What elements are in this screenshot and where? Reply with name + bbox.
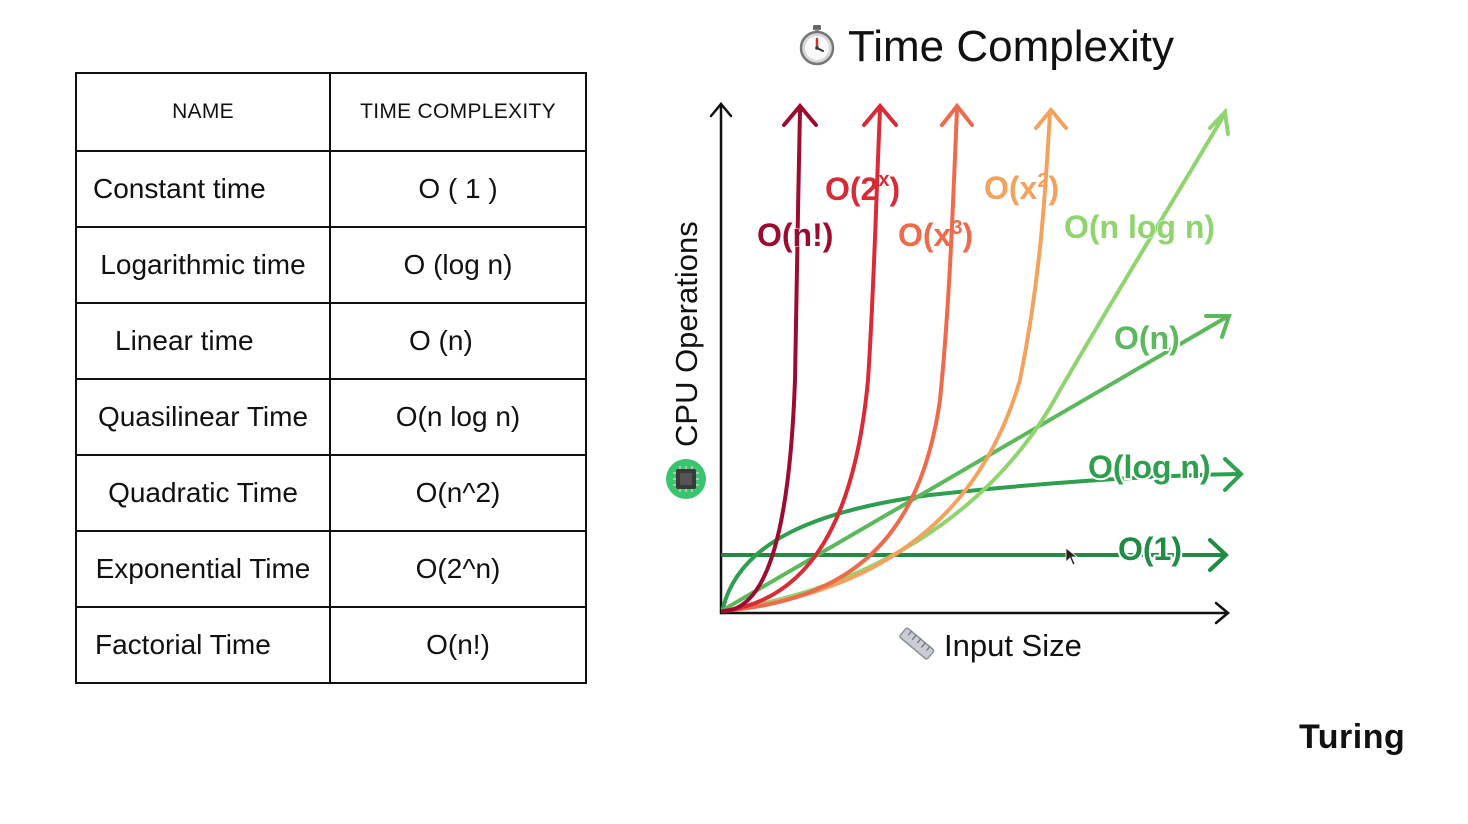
label-o-x2-close: )	[1048, 170, 1059, 206]
label-o-n-log-n: O(n log n)	[1064, 209, 1215, 245]
table-row: Linear time O (n)	[75, 302, 587, 380]
chart-title-text: Time Complexity	[848, 22, 1174, 71]
label-o-x2: O(x2)	[984, 170, 1059, 206]
ruler-icon	[899, 627, 935, 660]
row-name: Factorial Time	[75, 606, 331, 684]
label-o-2x-base: O(2	[825, 171, 878, 207]
table-row: Factorial Time O(n!)	[75, 606, 587, 684]
header-name: NAME	[75, 72, 331, 152]
table-row: Logarithmic time O (log n)	[75, 226, 587, 304]
row-name: Linear time	[75, 302, 331, 380]
curve-o-x3	[721, 102, 974, 613]
label-o-1: O(1)	[1118, 531, 1182, 567]
stopwatch-icon	[799, 25, 835, 66]
row-complexity: O(2^n)	[329, 530, 587, 608]
curve-o-2x	[721, 102, 898, 613]
y-axis	[709, 102, 733, 615]
x-axis	[719, 601, 1230, 625]
label-o-x3-sup: 3	[951, 217, 962, 239]
cpu-chip-icon	[666, 459, 706, 499]
row-complexity: O (log n)	[329, 226, 587, 304]
curve-o-1	[721, 538, 1229, 572]
label-o-2x-sup: x	[878, 169, 889, 191]
table-header-row: NAME TIME COMPLEXITY	[75, 72, 587, 152]
label-o-x3-close: )	[962, 217, 973, 253]
label-o-log-n: O(log n)	[1088, 449, 1211, 485]
row-name: Logarithmic time	[75, 226, 331, 304]
y-axis-label: CPU Operations	[669, 221, 704, 447]
row-complexity: O ( 1 )	[329, 150, 587, 228]
row-complexity: O(n!)	[329, 606, 587, 684]
label-o-x3-base: O(x	[898, 217, 952, 253]
row-complexity: O(n^2)	[329, 454, 587, 532]
row-name: Quadratic Time	[75, 454, 331, 532]
label-o-x2-sup: 2	[1037, 170, 1048, 192]
x-axis-label-group: Input Size	[899, 627, 1082, 663]
table-row: Quadratic Time O(n^2)	[75, 454, 587, 532]
header-time-complexity: TIME COMPLEXITY	[329, 72, 587, 152]
table-row: Quasilinear Time O(n log n)	[75, 378, 587, 456]
row-name: Exponential Time	[75, 530, 331, 608]
table-row: Constant time O ( 1 )	[75, 150, 587, 228]
y-axis-label-group: CPU Operations	[666, 221, 706, 499]
row-name: Constant time	[75, 150, 331, 228]
curve-o-log-n	[721, 457, 1244, 610]
label-o-x3: O(x3)	[898, 217, 973, 253]
x-axis-label: Input Size	[944, 628, 1082, 663]
label-o-n-factorial: O(n!)	[757, 217, 833, 253]
label-o-x2-base: O(x	[984, 170, 1038, 206]
curve-o-x2	[721, 106, 1068, 613]
label-o-n: O(n)	[1114, 320, 1180, 356]
cursor-icon	[1065, 547, 1079, 566]
curve-o-n-factorial	[721, 102, 818, 613]
row-complexity: O (n)	[329, 302, 587, 380]
label-o-2x-close: )	[889, 171, 900, 207]
row-complexity: O(n log n)	[329, 378, 587, 456]
brand-logo: Turing	[1299, 718, 1406, 756]
label-o-2x: O(2x)	[825, 169, 900, 207]
table-row: Exponential Time O(2^n)	[75, 530, 587, 608]
curve-o-n	[721, 314, 1232, 612]
complexity-table: NAME TIME COMPLEXITY Constant time O ( 1…	[75, 72, 587, 684]
chart-title: Time Complexity	[796, 22, 1174, 72]
row-name: Quasilinear Time	[75, 378, 331, 456]
